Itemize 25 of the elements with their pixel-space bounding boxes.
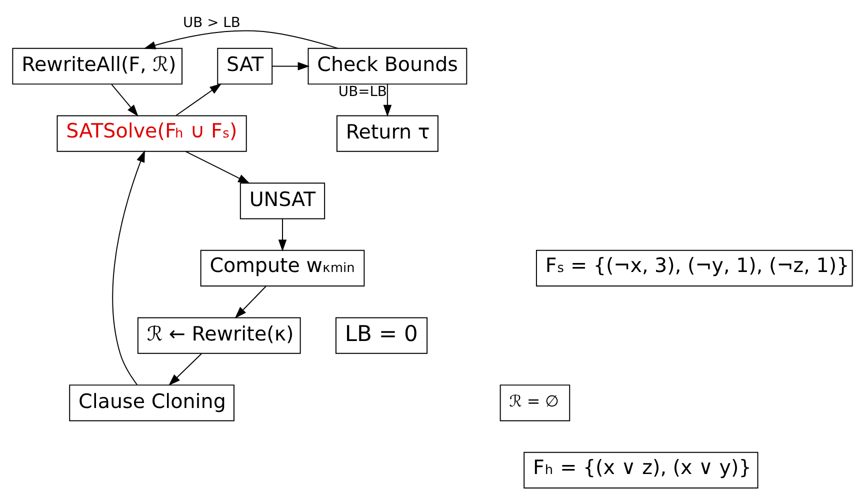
edge-label: UB=LB: [338, 83, 387, 100]
node-box: Return τ: [336, 114, 438, 152]
arrow: [278, 218, 287, 251]
node-box: LB = 0: [335, 316, 428, 354]
node-box: RewriteAll(F, ℛ): [12, 47, 182, 84]
node-box: Fh = {(x ∨ z), (x ∨ y)}: [524, 451, 758, 488]
node-box: Check Bounds: [308, 47, 468, 84]
arrow: [111, 83, 138, 116]
node-box: SAT: [217, 47, 273, 84]
arrow: [272, 62, 310, 70]
node-box: UNSAT: [240, 182, 326, 219]
edge-label: UB > LB: [183, 14, 240, 31]
node-box: Clause Cloning: [69, 384, 234, 421]
node-box: Compute wκmin: [200, 249, 365, 286]
node-box: SATSolve(Fh ∪ Fs): [56, 114, 247, 152]
node-box: ℛ ← Rewrite(κ): [137, 316, 301, 354]
arrow: [176, 83, 222, 116]
arrow: [112, 150, 145, 385]
arrow: [234, 285, 266, 318]
node-box: Fs = {(¬x, 3), (¬y, 1), (¬z, 1)}: [536, 249, 853, 286]
node-box: ℛ = ∅: [500, 384, 570, 421]
arrow: [383, 83, 392, 116]
arrow: [144, 30, 338, 49]
arrow: [168, 352, 202, 386]
arrow: [185, 150, 250, 184]
